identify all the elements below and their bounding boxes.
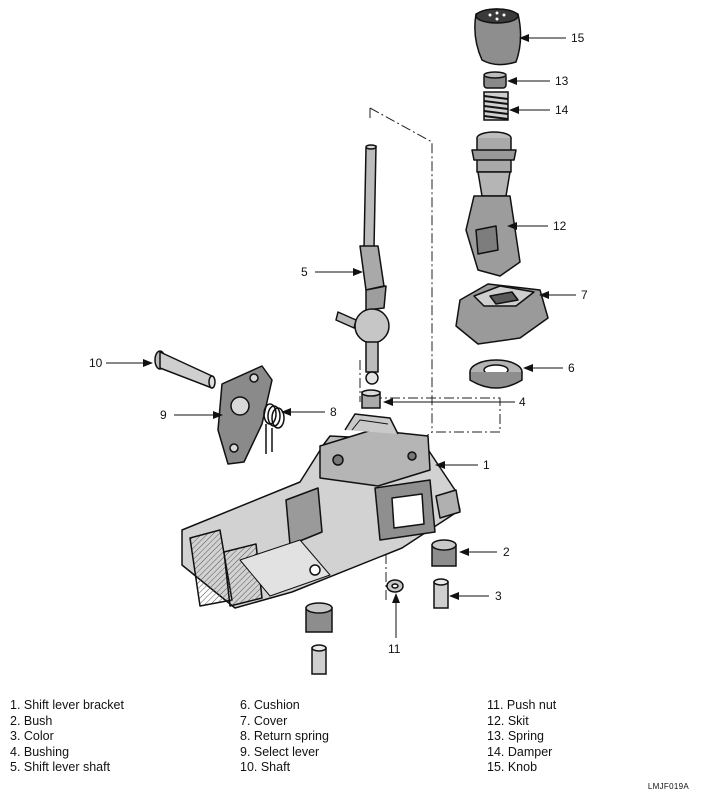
legend-item-1: 1. Shift lever bracket <box>10 698 124 712</box>
cover <box>455 283 549 345</box>
knob <box>474 8 522 66</box>
callout-13: 13 <box>555 74 569 88</box>
leader-lines <box>106 34 576 638</box>
bush <box>305 539 457 633</box>
legend-column-1: 1. Shift lever bracket 2. Bush 3. Color … <box>10 698 124 776</box>
callout-3: 3 <box>495 589 502 603</box>
shift-lever-bracket <box>181 413 461 609</box>
spring-small <box>483 71 507 89</box>
callout-14: 14 <box>555 103 569 117</box>
callout-15: 15 <box>571 31 585 45</box>
push-nut <box>386 579 404 593</box>
legend-column-3: 11. Push nut 12. Skit 13. Spring 14. Dam… <box>487 698 556 776</box>
legend-item-6: 6. Cushion <box>240 698 300 712</box>
legend-item-3: 3. Color <box>10 729 54 743</box>
legend-item-10: 10. Shaft <box>240 760 291 774</box>
legend-item-13: 13. Spring <box>487 729 544 743</box>
exploded-parts-diagram: 1 2 3 4 5 6 7 8 9 10 11 12 13 14 15 <box>89 8 588 675</box>
legend-item-5: 5. Shift lever shaft <box>10 760 111 774</box>
legend-item-14: 14. Damper <box>487 744 553 759</box>
callout-2: 2 <box>503 545 510 559</box>
diagram-code: LMJF019A <box>647 782 689 791</box>
legend-item-4: 4. Bushing <box>10 744 70 759</box>
damper <box>483 91 509 121</box>
skit-boot <box>465 131 521 277</box>
callout-7: 7 <box>581 288 588 302</box>
legend-item-9: 9. Select lever <box>240 744 320 759</box>
legend-item-11: 11. Push nut <box>487 698 557 712</box>
select-shaft-pin <box>154 350 216 389</box>
callout-6: 6 <box>568 361 575 375</box>
callout-numbers: 1 2 3 4 5 6 7 8 9 10 11 12 13 14 15 <box>89 31 588 656</box>
legend-item-12: 12. Skit <box>487 713 529 728</box>
legend-item-2: 2. Bush <box>10 713 53 728</box>
callout-8: 8 <box>330 405 337 419</box>
callout-12: 12 <box>553 219 567 233</box>
legend-item-8: 8. Return spring <box>240 729 329 743</box>
callout-10: 10 <box>89 356 103 370</box>
return-spring <box>263 403 285 454</box>
legend-item-15: 15. Knob <box>487 760 538 774</box>
select-lever <box>217 365 273 465</box>
collar <box>311 578 449 675</box>
bushing <box>361 389 381 409</box>
legend-item-7: 7. Cover <box>240 713 288 728</box>
callout-4: 4 <box>519 395 526 409</box>
cushion <box>469 359 523 389</box>
callout-9: 9 <box>160 408 167 422</box>
callout-5: 5 <box>301 265 308 279</box>
callout-11: 11 <box>388 642 401 656</box>
shift-lever-shaft <box>335 144 390 385</box>
legend-column-2: 6. Cushion 7. Cover 8. Return spring 9. … <box>240 698 329 776</box>
callout-1: 1 <box>483 458 490 472</box>
